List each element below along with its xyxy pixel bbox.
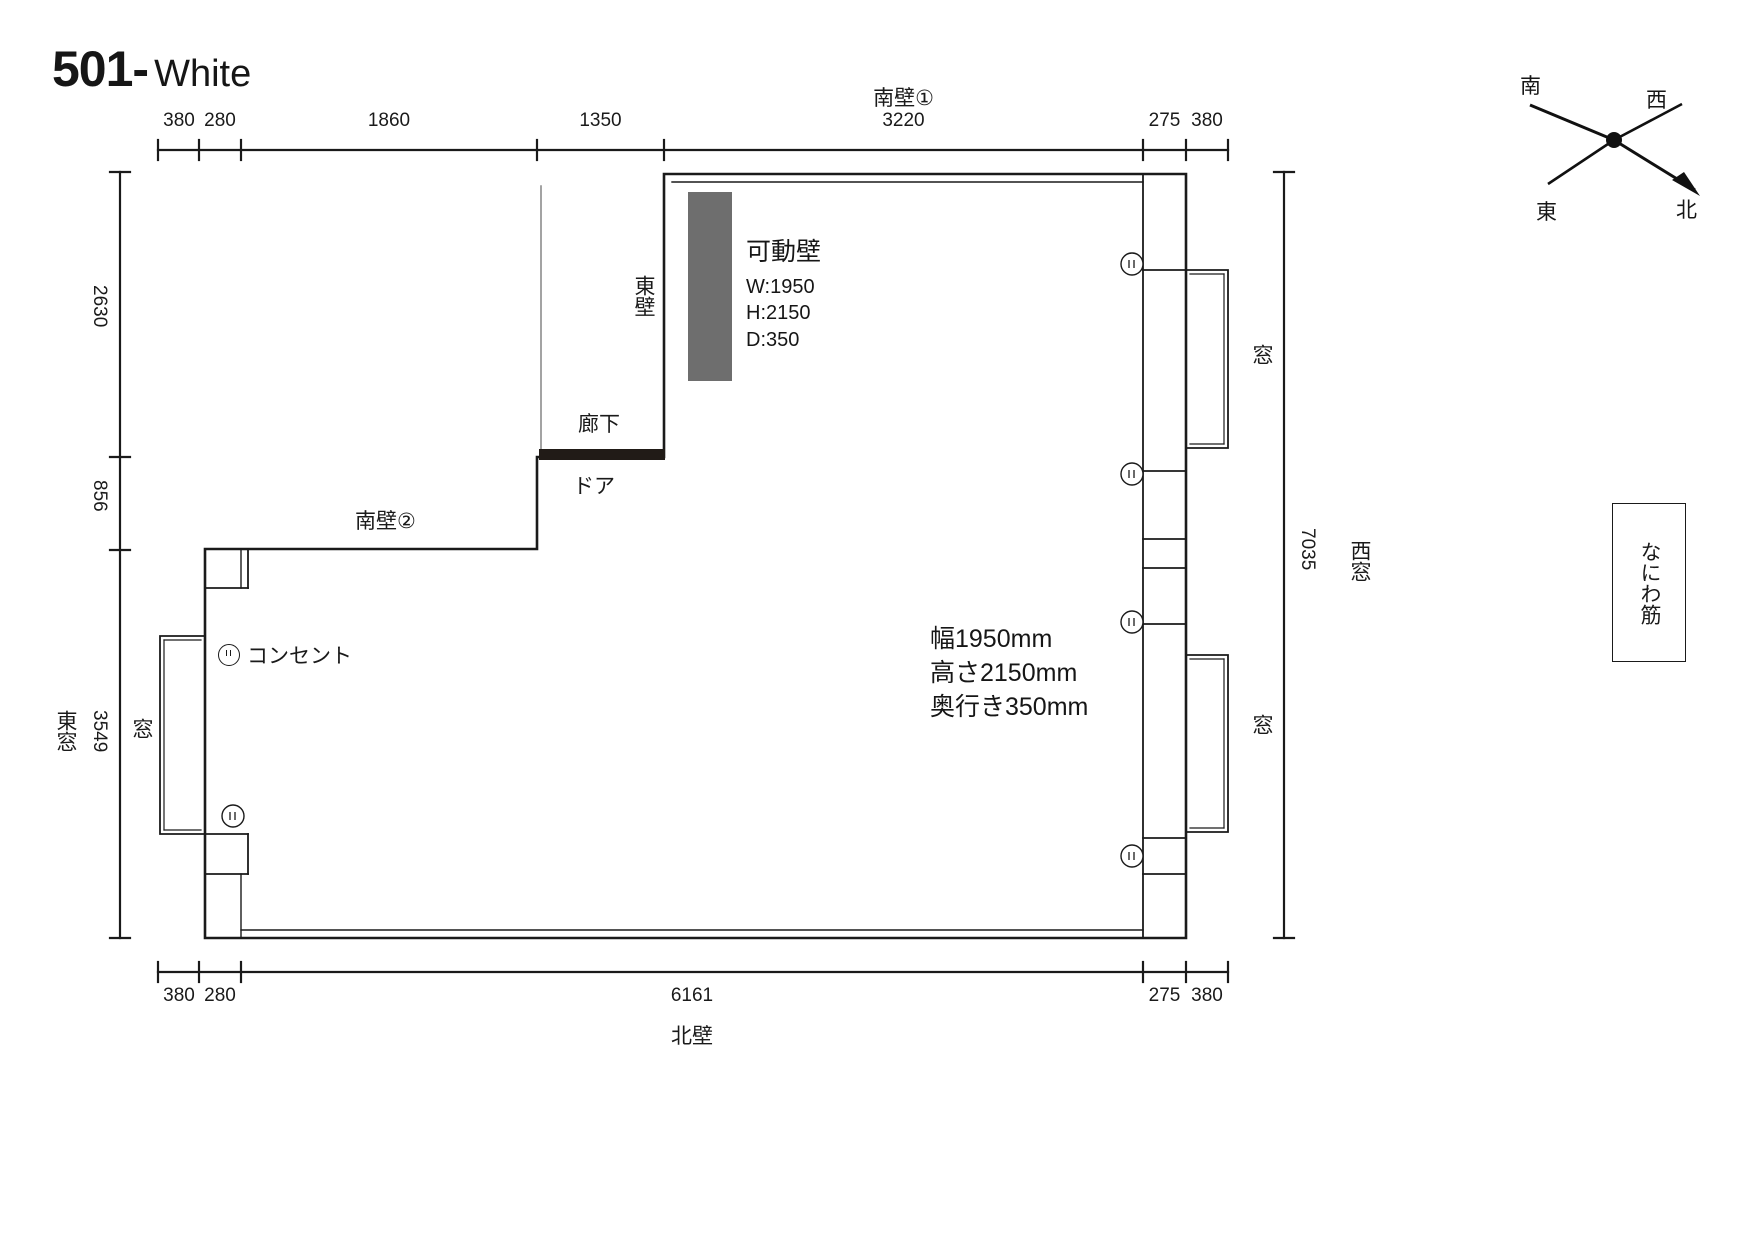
left-dim-3549: 3549 xyxy=(89,710,110,753)
outlet-marker xyxy=(1120,844,1144,868)
page-title: 501- White xyxy=(52,40,251,98)
door-label: ドア xyxy=(573,475,615,498)
street-name-label: なにわ筋 xyxy=(1638,540,1661,625)
spec-width: 幅1950mm xyxy=(930,625,1053,653)
left-dim-2630: 2630 xyxy=(89,285,110,328)
outlet-marker xyxy=(1120,462,1144,486)
top-dim-275: 275 xyxy=(1148,110,1181,131)
bottom-dim-6161: 6161 xyxy=(670,985,714,1006)
movable-wall-height: H:2150 xyxy=(746,302,811,325)
east-window-bay xyxy=(159,635,206,835)
outlet-icon xyxy=(218,644,240,666)
east-window-label: 東窓 xyxy=(54,710,77,752)
movable-wall-block xyxy=(688,192,732,381)
top-dim-1350: 1350 xyxy=(579,110,622,131)
west-window-label: 西窓 xyxy=(1348,540,1371,582)
left-dim-856: 856 xyxy=(89,480,110,512)
room-number: 501- xyxy=(52,41,149,97)
bottom-dim-380-right: 380 xyxy=(1191,985,1223,1006)
outlet-marker xyxy=(1120,252,1144,276)
outlet-legend: コンセント xyxy=(218,640,352,670)
west-window-lower-label: 窓 xyxy=(1250,714,1273,735)
top-dim-1860: 1860 xyxy=(367,110,411,131)
spec-height: 高さ2150mm xyxy=(930,659,1078,687)
top-dim-3220: 3220 xyxy=(882,110,925,131)
bottom-dim-380-left: 380 xyxy=(163,985,195,1006)
compass-west-label: 西 xyxy=(1646,89,1667,112)
movable-wall-title: 可動壁 xyxy=(746,238,822,266)
outlet-marker-group xyxy=(221,252,1144,868)
east-wall-label: 東壁 xyxy=(632,275,655,317)
movable-wall-spec-block: 幅1950mm 高さ2150mm 奥行き350mm xyxy=(930,622,1088,724)
west-window-lower-bay xyxy=(1185,654,1229,833)
north-wall-label: 北壁 xyxy=(671,1025,713,1048)
door-bar xyxy=(539,449,665,460)
compass-east-label: 東 xyxy=(1536,201,1557,224)
compass-rose: 南 西 東 北 xyxy=(1478,52,1718,242)
top-dim-280: 280 xyxy=(204,110,236,131)
south-wall-2-label: 南壁② xyxy=(355,510,416,533)
west-window-upper-label: 窓 xyxy=(1250,344,1273,365)
corridor-label: 廊下 xyxy=(578,413,620,436)
room-name: White xyxy=(154,53,252,95)
movable-wall-depth: D:350 xyxy=(746,328,800,351)
movable-wall-info: 可動壁 W:1950 H:2150 D:350 xyxy=(746,232,821,353)
spec-depth: 奥行き350mm xyxy=(930,693,1089,721)
top-dim-380-left: 380 xyxy=(163,110,195,131)
bottom-dim-275: 275 xyxy=(1148,985,1181,1006)
street-name-box: なにわ筋 xyxy=(1612,503,1686,662)
south-wall-1-label: 南壁① xyxy=(873,87,934,110)
right-dim-7035: 7035 xyxy=(1297,528,1318,571)
top-dim-380-right: 380 xyxy=(1191,110,1223,131)
compass-rose-graphic xyxy=(1529,102,1700,196)
compass-north-label: 北 xyxy=(1676,199,1697,222)
west-window-upper-bay xyxy=(1185,269,1229,449)
outlet-marker xyxy=(221,804,245,828)
compass-south-label: 南 xyxy=(1520,75,1541,98)
outlet-legend-label: コンセント xyxy=(247,645,352,668)
movable-wall-width: W:1950 xyxy=(746,276,815,298)
east-window-opening-label: 窓 xyxy=(130,718,153,739)
bottom-dim-280: 280 xyxy=(204,985,236,1006)
outlet-marker xyxy=(1120,610,1144,634)
